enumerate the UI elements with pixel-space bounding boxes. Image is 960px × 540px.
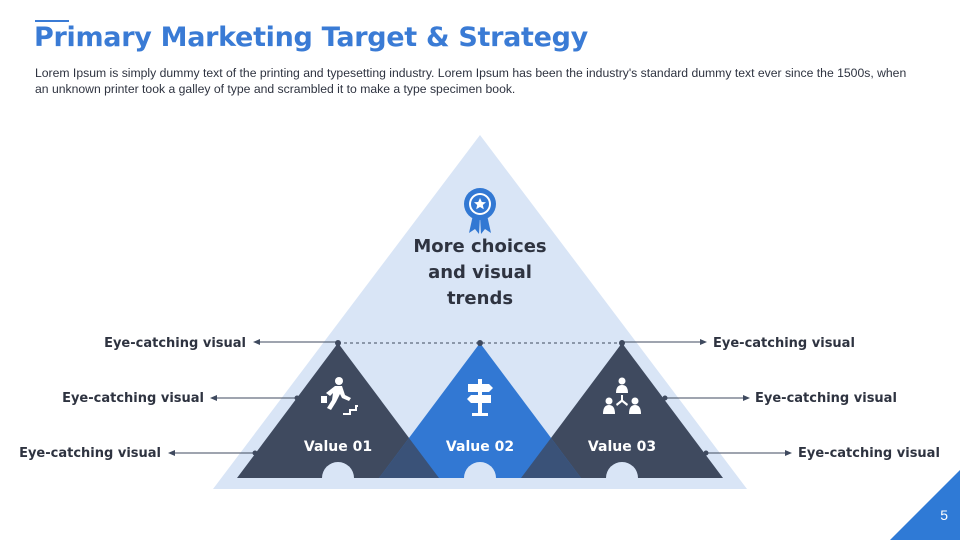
award-badge-icon xyxy=(464,188,496,234)
callout-left-3: Eye-catching visual xyxy=(19,446,161,461)
overlap-right xyxy=(521,438,581,478)
pyramid-heading-line-1: More choices xyxy=(413,236,546,257)
left-connectors xyxy=(168,339,338,456)
value-03-notch xyxy=(606,462,638,478)
overlap-left xyxy=(379,438,439,478)
page-number: 5 xyxy=(940,507,948,523)
right-connectors xyxy=(622,339,792,456)
value-02-notch xyxy=(464,462,496,478)
callout-right-2: Eye-catching visual xyxy=(755,391,897,406)
value-03-triangle xyxy=(521,343,723,478)
value-03-label: Value 03 xyxy=(588,439,656,455)
value-02-label: Value 02 xyxy=(446,439,514,455)
pyramid-heading-line-2: and visual xyxy=(428,262,532,283)
value-01-notch xyxy=(322,462,354,478)
dot-value-02-top xyxy=(477,340,483,346)
page-subtitle: Lorem Ipsum is simply dummy text of the … xyxy=(35,66,907,96)
title-accent-line xyxy=(35,20,69,22)
callout-left-1: Eye-catching visual xyxy=(104,336,246,351)
callout-right-3: Eye-catching visual xyxy=(798,446,940,461)
dot-value-01-top xyxy=(335,340,341,346)
pyramid-heading-line-3: trends xyxy=(447,288,513,309)
page-title: Primary Marketing Target & Strategy xyxy=(34,22,588,53)
callout-right-1: Eye-catching visual xyxy=(713,336,855,351)
dot-value-03-top xyxy=(619,340,625,346)
running-stairs-icon xyxy=(321,377,358,415)
callout-left-2: Eye-catching visual xyxy=(62,391,204,406)
team-hierarchy-icon xyxy=(603,377,641,414)
signpost-icon xyxy=(467,379,493,416)
value-01-triangle xyxy=(237,343,439,478)
value-01-label: Value 01 xyxy=(304,439,372,455)
